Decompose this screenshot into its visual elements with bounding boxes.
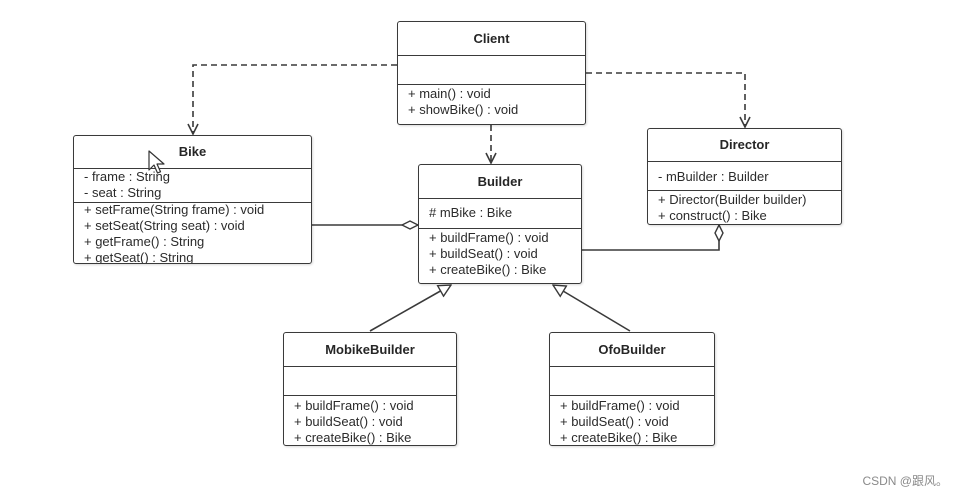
class-builder-methods: + buildFrame() : void + buildSeat() : vo… (419, 230, 581, 278)
class-client-attributes (398, 56, 585, 84)
class-builder-name: Builder (477, 174, 523, 189)
class-bike-name: Bike (178, 144, 207, 159)
method: + buildFrame() : void (560, 398, 680, 413)
class-builder[interactable]: Builder # mBike : Bike + buildFrame() : … (418, 164, 582, 284)
class-director-attributes: - mBuilder : Builder (648, 169, 841, 185)
method: + createBike() : Bike (294, 430, 412, 445)
class-bike-attributes: - frame : String - seat : String (74, 169, 311, 201)
class-mobike-builder[interactable]: MobikeBuilder + buildFrame() : void + bu… (283, 332, 457, 446)
class-mobike-builder-name: MobikeBuilder (325, 342, 415, 357)
class-client-methods: + main() : void + showBike() : void (398, 86, 585, 118)
dependency-client-bike (193, 64, 397, 134)
method: + main() : void (408, 86, 491, 101)
method: + showBike() : void (408, 102, 519, 117)
class-bike-methods: + setFrame(String frame) : void + setSea… (74, 202, 311, 264)
attribute: - mBuilder : Builder (658, 169, 769, 184)
method: + setFrame(String frame) : void (84, 202, 265, 217)
method: + buildSeat() : void (294, 414, 403, 429)
class-ofo-builder-name: OfoBuilder (598, 342, 666, 357)
watermark: CSDN @跟风。 (862, 474, 948, 488)
separator (284, 366, 456, 367)
class-ofo-builder-methods: + buildFrame() : void + buildSeat() : vo… (550, 398, 714, 445)
method: + createBike() : Bike (560, 430, 678, 445)
separator (74, 168, 311, 169)
class-client[interactable]: Client + main() : void + showBike() : vo… (397, 21, 586, 125)
method: + Director(Builder builder) (658, 192, 807, 207)
separator (648, 190, 841, 191)
method: + buildFrame() : void (429, 230, 549, 245)
generalization-ofo-builder (553, 285, 631, 332)
separator (398, 55, 585, 56)
class-bike[interactable]: Bike - frame : String - seat : String + … (73, 135, 312, 264)
separator (398, 84, 585, 85)
generalization-mobike-builder (369, 285, 451, 332)
method: + createBike() : Bike (429, 262, 547, 277)
mouse-pointer-icon (148, 150, 165, 174)
attribute: - frame : String (84, 169, 170, 184)
aggregation-director-builder (582, 225, 719, 251)
separator (648, 161, 841, 162)
class-mobike-builder-methods: + buildFrame() : void + buildSeat() : vo… (284, 398, 456, 445)
class-director[interactable]: Director - mBuilder : Builder + Director… (647, 128, 842, 225)
class-director-name: Director (719, 137, 770, 152)
class-director-methods: + Director(Builder builder) + construct(… (648, 192, 841, 224)
class-ofo-builder[interactable]: OfoBuilder + buildFrame() : void + build… (549, 332, 715, 446)
method: + buildSeat() : void (560, 414, 669, 429)
separator (74, 202, 311, 203)
class-client-name: Client (473, 31, 510, 46)
method: + construct() : Bike (658, 208, 767, 223)
method: + setSeat(String seat) : void (84, 218, 245, 233)
method: + buildSeat() : void (429, 246, 538, 261)
method: + buildFrame() : void (294, 398, 414, 413)
dependency-client-director (586, 72, 745, 127)
class-mobike-builder-attributes (284, 367, 456, 395)
attribute: - seat : String (84, 185, 162, 200)
method: + getFrame() : String (84, 234, 205, 249)
class-ofo-builder-attributes (550, 367, 714, 395)
separator (284, 395, 456, 396)
separator (419, 198, 581, 199)
separator (419, 228, 581, 229)
method: + getSeat() : String (84, 250, 194, 264)
separator (550, 366, 714, 367)
attribute: # mBike : Bike (429, 205, 513, 220)
separator (550, 395, 714, 396)
class-builder-attributes: # mBike : Bike (419, 205, 581, 221)
